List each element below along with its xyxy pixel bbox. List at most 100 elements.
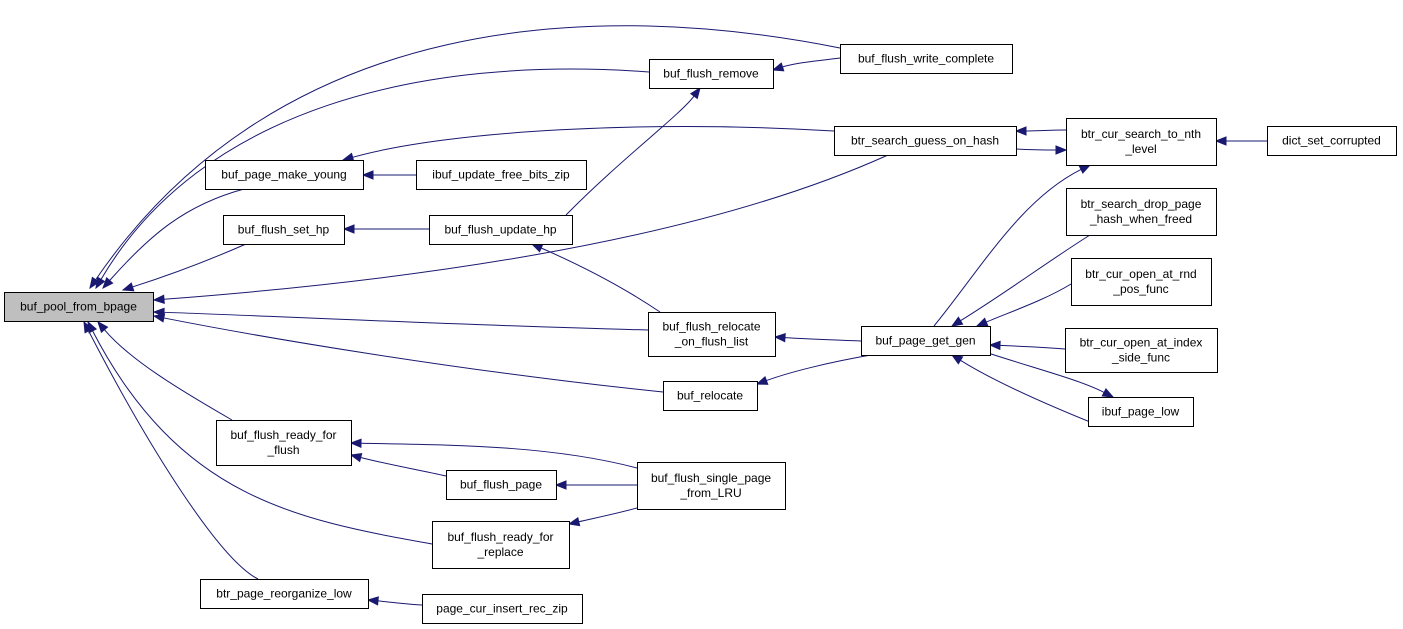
arrowhead (773, 332, 786, 343)
node-label: dict_set_corrupted (1282, 134, 1381, 148)
node-fwc[interactable]: buf_flush_write_complete (840, 44, 1013, 74)
node-root[interactable]: buf_pool_from_bpage (4, 292, 154, 322)
node-box (205, 160, 364, 190)
node-bpgg[interactable]: buf_page_get_gen (861, 326, 991, 356)
node-box (1267, 126, 1397, 156)
node-label: ibuf_page_low (1102, 405, 1180, 419)
arrowhead (366, 596, 379, 606)
node-label: page_cur_insert_rec_zip (436, 602, 568, 616)
arrowhead (83, 320, 94, 334)
node-label: buf_flush_update_hp (444, 223, 556, 237)
arrowhead (950, 354, 964, 365)
node-label: buf_flush_relocate (662, 320, 760, 334)
arrowhead (102, 277, 114, 290)
edge-pcirz-to-bprl (366, 596, 423, 606)
node-label: buf_flush_remove (663, 67, 759, 81)
node-label: buf_flush_ready_for (230, 428, 336, 442)
node-label: _level (1124, 142, 1156, 156)
edge-bfspl-to-bfrfr (567, 507, 638, 527)
node-bsgh[interactable]: btr_search_guess_on_hash (834, 126, 1017, 156)
edge-line (163, 311, 649, 331)
edge-bpgg-to-ipl (984, 351, 1115, 398)
node-box (446, 470, 557, 500)
node-bfrfl[interactable]: buf_flush_relocate_on_flush_list (648, 312, 776, 357)
arrowhead (530, 243, 544, 253)
node-pcirz[interactable]: page_cur_insert_rec_zip (422, 594, 583, 624)
edge-line (784, 337, 862, 342)
edge-line (377, 600, 423, 606)
edge-dsc-to-bcstn (1214, 136, 1268, 146)
node-iufbz[interactable]: ibuf_update_free_bits_zip (416, 160, 587, 190)
edge-bfrfl-to-bfuh (530, 243, 661, 313)
node-bfrfr[interactable]: buf_flush_ready_for_replace (432, 521, 570, 569)
edge-line (163, 317, 664, 393)
node-bfsh[interactable]: buf_flush_set_hp (223, 215, 345, 245)
edge-line (578, 507, 638, 523)
arrowhead (988, 340, 1001, 351)
edge-line (352, 126, 835, 158)
node-bfp[interactable]: buf_flush_page (446, 470, 557, 500)
node-bfrff[interactable]: buf_flush_ready_for_flush (216, 420, 352, 466)
node-box (429, 215, 573, 245)
node-label: buf_flush_write_complete (858, 52, 994, 66)
edge-line (95, 25, 841, 281)
node-fr[interactable]: buf_flush_remove (649, 59, 774, 89)
node-label: buf_page_get_gen (875, 334, 975, 348)
arrowhead (950, 316, 964, 327)
edge-iufbz-to-bpmy (361, 170, 416, 180)
arrowhead (689, 86, 701, 100)
node-label: buf_flush_set_hp (238, 223, 330, 237)
edge-line (104, 329, 233, 421)
node-box (1066, 118, 1217, 166)
node-ipl[interactable]: ibuf_page_low (1088, 397, 1194, 427)
arrowhead (771, 62, 785, 72)
edge-bfspl-to-bfrff (349, 438, 638, 469)
node-box (223, 215, 345, 245)
node-bprl[interactable]: btr_page_reorganize_low (200, 579, 369, 609)
edge-line (1025, 129, 1067, 132)
arrowhead (1078, 164, 1092, 174)
arrowhead (554, 480, 567, 490)
edge-line (960, 359, 1101, 427)
node-label: _on_flush_list (674, 335, 749, 349)
node-bfspl[interactable]: buf_flush_single_page_from_LRU (637, 462, 786, 510)
edge-line (984, 351, 1105, 393)
edge-line (986, 283, 1072, 323)
node-bsdp[interactable]: btr_search_drop_page_hash_when_freed (1066, 188, 1217, 236)
node-bcois[interactable]: btr_cur_open_at_index_side_func (1065, 328, 1218, 373)
edge-bfuh-to-bfsh (342, 224, 430, 234)
node-dsc[interactable]: dict_set_corrupted (1267, 126, 1397, 156)
edge-line (163, 154, 889, 300)
node-box (200, 579, 369, 609)
node-label: buf_flush_ready_for (447, 530, 553, 544)
node-box (663, 381, 758, 411)
node-br[interactable]: buf_relocate (663, 381, 758, 411)
node-label: buf_page_make_young (221, 168, 346, 182)
node-box (840, 44, 1013, 74)
edge-bpgg-to-br (755, 354, 872, 385)
node-label: _flush (266, 443, 299, 457)
edge-bcois-to-bpgg (988, 340, 1066, 351)
node-label: btr_cur_search_to_nth (1081, 127, 1201, 141)
node-box (422, 594, 583, 624)
node-bfuh[interactable]: buf_flush_update_hp (429, 215, 573, 245)
arrowhead (152, 294, 165, 304)
edge-line (960, 234, 1091, 322)
node-label: _hash_when_freed (1089, 212, 1192, 226)
node-label: buf_flush_single_page (651, 471, 771, 485)
edge-line (565, 95, 695, 216)
node-layer: buf_pool_from_bpage buf_flush_write_compl… (4, 44, 1397, 624)
node-bcstn[interactable]: btr_cur_search_to_nth_level (1066, 118, 1217, 166)
edge-bfrfl-to-root (152, 307, 649, 331)
node-box (1066, 188, 1217, 236)
node-box (416, 160, 587, 190)
edge-line (933, 169, 1082, 327)
edge-bprl-to-root (83, 320, 259, 580)
node-bcorp[interactable]: btr_cur_open_at_rnd_pos_func (1071, 258, 1212, 306)
node-bpmy[interactable]: buf_page_make_young (205, 160, 364, 190)
node-box (637, 462, 786, 510)
edge-fwc-to-root (89, 25, 841, 290)
node-label: _replace (476, 545, 523, 559)
arrowhead (95, 276, 106, 290)
edge-line (109, 188, 245, 281)
